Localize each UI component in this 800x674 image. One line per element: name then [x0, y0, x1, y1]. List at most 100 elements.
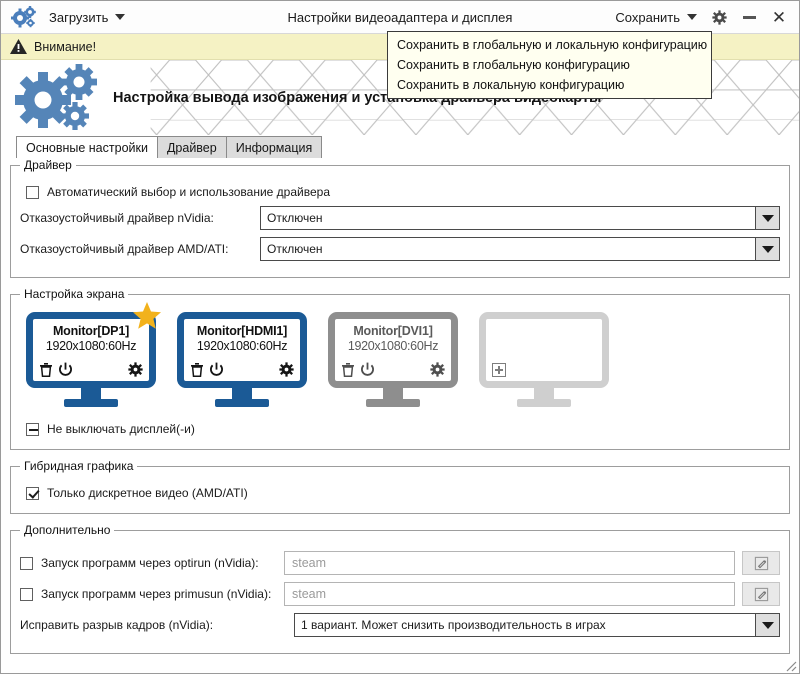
minimize-button[interactable]	[735, 4, 763, 30]
auto-driver-checkbox[interactable]	[26, 185, 39, 199]
chevron-down-icon[interactable]	[755, 207, 779, 229]
keep-displays-on-checkbox[interactable]	[26, 422, 39, 436]
monitor-stand	[232, 388, 252, 399]
driver-section: Драйвер Автоматический выбор и использов…	[10, 158, 790, 278]
monitor-resolution: 1920x1080:60Hz	[196, 339, 288, 353]
monitor-base	[366, 399, 420, 407]
monitor-card-dvi1[interactable]: Monitor[DVI1] 1920x1080:60Hz	[328, 312, 458, 407]
tab-information[interactable]: Информация	[225, 136, 323, 158]
nvidia-driver-row: Отказоустойчивый драйвер nVidia: Отключе…	[20, 206, 780, 230]
discrete-video-row[interactable]: Только дискретное видео (AMD/ATI)	[26, 486, 780, 500]
monitor-card-dp1[interactable]: Monitor[DP1] 1920x1080:60Hz	[26, 302, 161, 407]
extra-section: Дополнительно Запуск программ через opti…	[10, 523, 790, 654]
monitor-base	[215, 399, 269, 407]
tab-main-settings[interactable]: Основные настройки	[16, 136, 158, 158]
app-gears-icon	[11, 6, 37, 28]
primusun-edit-button[interactable]	[742, 582, 780, 606]
monitor-actions	[39, 362, 143, 377]
keep-displays-on-label: Не выключать дисплей(-и)	[47, 422, 195, 436]
monitor-stand	[383, 388, 403, 399]
tab-content-main: Драйвер Автоматический выбор и использов…	[1, 158, 799, 654]
nvidia-driver-value: Отключен	[267, 211, 323, 225]
hybrid-graphics-legend: Гибридная графика	[24, 459, 134, 473]
menu-item-save-local[interactable]: Сохранить в локальную конфигурацию	[397, 78, 625, 92]
monitor-actions	[492, 363, 596, 377]
plus-icon[interactable]	[492, 363, 506, 377]
nvidia-driver-label: Отказоустойчивый драйвер nVidia:	[20, 211, 214, 225]
tab-driver[interactable]: Драйвер	[156, 136, 227, 158]
trash-icon[interactable]	[39, 362, 53, 377]
load-menu-label: Загрузить	[49, 9, 109, 25]
optirun-input[interactable]: steam	[284, 551, 735, 575]
chevron-down-icon[interactable]	[755, 238, 779, 260]
monitor-actions	[190, 362, 294, 377]
monitor-screen: Monitor[DP1] 1920x1080:60Hz	[26, 312, 156, 388]
tearfix-select[interactable]: 1 вариант. Может снизить производительно…	[294, 613, 780, 637]
keep-displays-on-row[interactable]: Не выключать дисплей(-и)	[26, 422, 780, 436]
gear-icon[interactable]	[128, 362, 143, 377]
monitor-name: Monitor[DP1]	[52, 324, 130, 338]
primusun-checkbox[interactable]	[20, 587, 33, 601]
tearfix-row: Исправить разрыв кадров (nVidia): 1 вари…	[20, 613, 780, 637]
save-dropdown-menu: Сохранить в глобальную и локальную конфи…	[387, 31, 712, 99]
chevron-down-icon	[687, 14, 697, 20]
pencil-icon	[754, 556, 768, 570]
discrete-video-label: Только дискретное видео (AMD/ATI)	[47, 486, 248, 500]
monitor-stand	[534, 388, 554, 399]
auto-driver-checkbox-row[interactable]: Автоматический выбор и использование дра…	[26, 185, 780, 199]
chevron-down-icon	[115, 14, 126, 20]
power-icon[interactable]	[360, 362, 375, 377]
close-button[interactable]: ✕	[765, 4, 793, 30]
tab-label: Информация	[235, 140, 313, 155]
monitor-card-add[interactable]	[479, 312, 609, 407]
minimize-icon	[742, 15, 756, 19]
monitor-resolution: 1920x1080:60Hz	[45, 339, 137, 353]
auto-driver-label: Автоматический выбор и использование дра…	[47, 185, 330, 199]
power-icon[interactable]	[58, 362, 73, 377]
primusun-label: Запуск программ через primusun (nVidia):	[41, 587, 272, 601]
chevron-down-icon[interactable]	[755, 614, 779, 636]
warning-text: Внимание!	[34, 39, 97, 54]
menu-item-save-global[interactable]: Сохранить в глобальную конфигурацию	[397, 58, 630, 72]
resize-grip[interactable]	[783, 658, 797, 672]
screen-section: Настройка экрана Monitor[DP1] 1920x1080:…	[10, 287, 790, 450]
save-menu-button[interactable]: Сохранить	[609, 7, 703, 28]
optirun-row: Запуск программ через optirun (nVidia): …	[20, 551, 780, 575]
extra-section-legend: Дополнительно	[24, 523, 111, 537]
screen-section-legend: Настройка экрана	[24, 287, 125, 301]
tab-label: Драйвер	[166, 140, 217, 155]
gear-icon	[711, 9, 727, 25]
primusun-input[interactable]: steam	[284, 582, 735, 606]
trash-icon[interactable]	[341, 362, 355, 377]
power-icon[interactable]	[209, 362, 224, 377]
trash-icon[interactable]	[190, 362, 204, 377]
monitor-base	[517, 399, 571, 407]
save-menu-label: Сохранить	[615, 9, 680, 25]
monitor-screen: Monitor[DVI1] 1920x1080:60Hz	[328, 312, 458, 388]
driver-section-legend: Драйвер	[24, 158, 72, 172]
monitor-stand	[81, 388, 101, 399]
tearfix-value: 1 вариант. Может снизить производительно…	[301, 618, 606, 632]
monitor-name: Monitor[DVI1]	[353, 324, 433, 338]
monitor-resolution: 1920x1080:60Hz	[347, 339, 439, 353]
settings-button[interactable]	[705, 4, 733, 30]
monitor-name: Monitor[HDMI1]	[196, 324, 288, 338]
load-menu-button[interactable]: Загрузить	[43, 7, 131, 28]
primary-star-icon	[132, 301, 162, 330]
optirun-edit-button[interactable]	[742, 551, 780, 575]
gear-icon[interactable]	[430, 362, 445, 377]
tab-bar: Основные настройки Драйвер Информация	[1, 135, 799, 158]
discrete-video-checkbox[interactable]	[26, 486, 39, 500]
optirun-checkbox[interactable]	[20, 556, 33, 570]
nvidia-driver-select[interactable]: Отключен	[260, 206, 780, 230]
monitor-list: Monitor[DP1] 1920x1080:60Hz	[20, 302, 780, 409]
primusun-row: Запуск программ через primusun (nVidia):…	[20, 582, 780, 606]
monitor-card-hdmi1[interactable]: Monitor[HDMI1] 1920x1080:60Hz	[177, 312, 307, 407]
close-icon: ✕	[771, 7, 787, 27]
tearfix-label: Исправить разрыв кадров (nVidia):	[20, 618, 214, 632]
tab-label: Основные настройки	[26, 140, 148, 155]
gear-icon[interactable]	[279, 362, 294, 377]
menu-item-save-global-local[interactable]: Сохранить в глобальную и локальную конфи…	[397, 38, 708, 52]
amd-driver-select[interactable]: Отключен	[260, 237, 780, 261]
